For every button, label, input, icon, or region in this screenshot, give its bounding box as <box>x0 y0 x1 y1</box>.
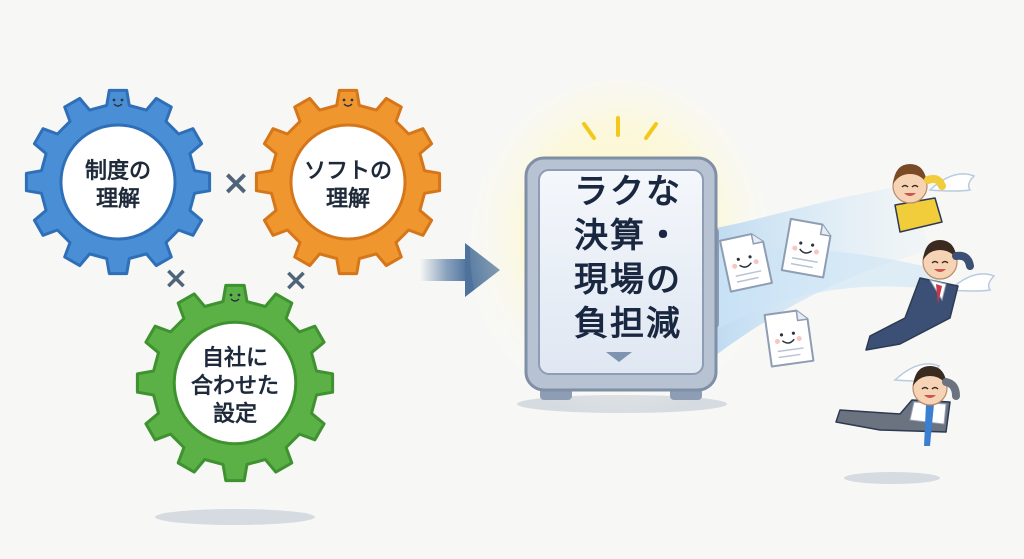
gear-icon <box>135 283 335 483</box>
document-icon <box>763 309 815 368</box>
gear-shadow <box>155 509 315 525</box>
gear-label-software: ソフトの 理解 <box>303 159 392 212</box>
gear-label-system: 制度の 理解 <box>84 159 151 212</box>
winged-person-icon <box>865 240 996 351</box>
times-operator-top: × <box>222 163 251 203</box>
machine <box>524 156 719 400</box>
times-operator-left: × <box>163 261 188 296</box>
winged-person-icon <box>835 363 960 446</box>
sparkle-icon <box>582 116 658 140</box>
chevron-down-icon <box>606 352 632 362</box>
people-shadow <box>844 472 940 484</box>
gear-icon <box>24 88 212 276</box>
document-icon <box>780 217 832 279</box>
machine-screen-text: ラクな 決算・ 現場の 負担減 <box>574 172 682 344</box>
winged-person-icon <box>892 164 976 233</box>
times-operator-right: × <box>283 263 308 298</box>
document-icon <box>719 233 773 293</box>
gear-icon <box>254 88 442 276</box>
gear-label-settings: 自社に 合わせた 設定 <box>190 346 279 427</box>
